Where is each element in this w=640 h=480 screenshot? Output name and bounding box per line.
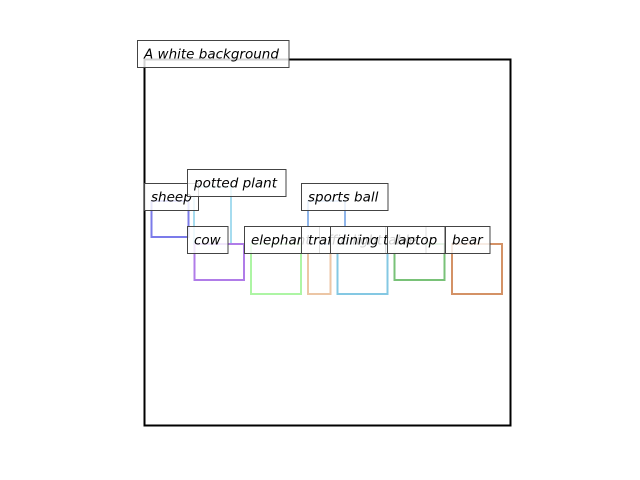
label-sheep-text: sheep xyxy=(151,190,192,206)
label-potted-plant: potted plant xyxy=(187,169,287,197)
label-laptop: laptop xyxy=(387,226,446,254)
label-laptop-text: laptop xyxy=(395,233,438,249)
label-bear-text: bear xyxy=(452,233,484,249)
label-sports-ball-text: sports ball xyxy=(308,190,379,206)
label-sports-ball: sports ball xyxy=(301,183,389,211)
background-frame xyxy=(143,58,512,427)
label-bear: bear xyxy=(445,226,491,254)
label-cow-text: cow xyxy=(194,233,222,249)
label-potted-plant-text: potted plant xyxy=(193,176,278,192)
label-cow: cow xyxy=(187,226,229,254)
label-elephant-text: elephant xyxy=(251,233,311,249)
caption-text: A white background xyxy=(143,47,279,63)
caption-label: A white background xyxy=(137,40,290,68)
